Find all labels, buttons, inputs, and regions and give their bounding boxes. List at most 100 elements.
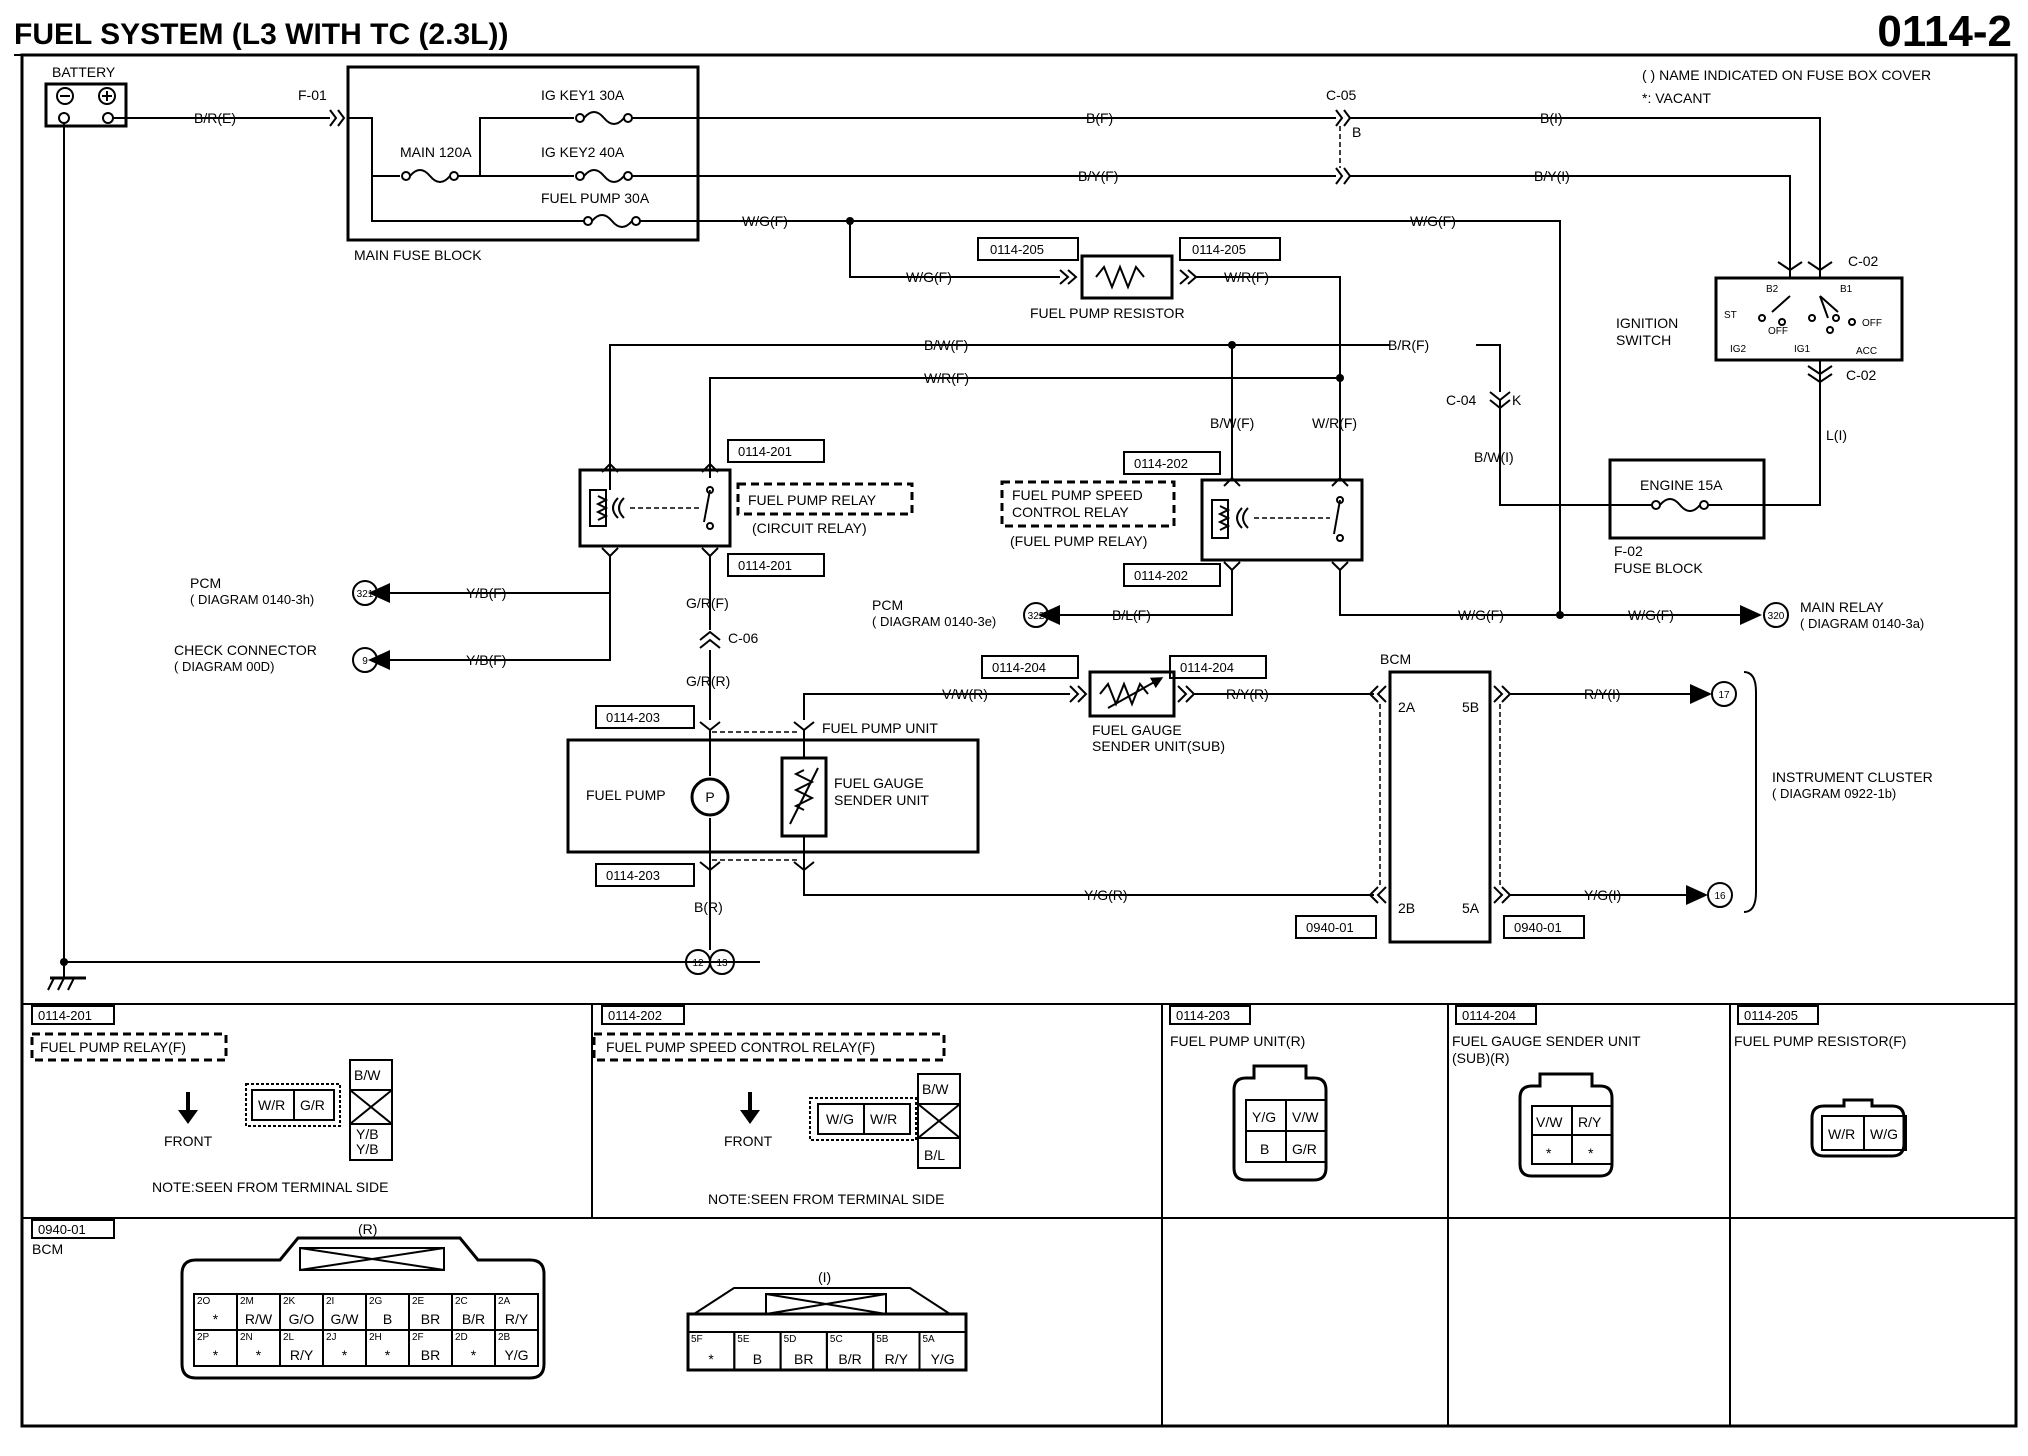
svg-text:Y/B: Y/B xyxy=(356,1141,379,1157)
wire-wrf-relay2: W/R(F) xyxy=(1312,415,1357,431)
r201-top-label xyxy=(727,439,825,463)
bcm-pin-id: 5B xyxy=(876,1334,889,1345)
fuel-pump-resistor-label: FUEL PUMP RESISTOR xyxy=(1030,305,1185,321)
svg-text:FRONT: FRONT xyxy=(164,1133,213,1149)
svg-text:0114-202: 0114-202 xyxy=(608,1008,662,1023)
wire-grr: G/R(R) xyxy=(686,673,730,689)
bcm-box xyxy=(1388,670,1492,944)
pcm-e-label: PCM xyxy=(872,597,903,613)
svg-text:12: 12 xyxy=(692,958,704,969)
svg-text:0114-203: 0114-203 xyxy=(1176,1008,1230,1023)
main-fuse xyxy=(401,169,459,183)
engine-fuse-label: ENGINE 15A xyxy=(1640,477,1723,493)
check-connector-diag: ( DIAGRAM 00D) xyxy=(174,659,274,674)
instrument-cluster-label: INSTRUMENT CLUSTER xyxy=(1772,769,1933,785)
svg-text:0940-01: 0940-01 xyxy=(38,1222,86,1237)
fuel-pump-fuse-label: FUEL PUMP 30A xyxy=(541,190,650,206)
bcm-pin-wire: B xyxy=(753,1351,762,1367)
engine-fuse xyxy=(1651,498,1709,512)
wire-byi: B/Y(I) xyxy=(1534,168,1570,184)
svg-text:B1: B1 xyxy=(1840,284,1853,295)
wire-bf: B(F) xyxy=(1086,110,1113,126)
ref-13 xyxy=(709,949,735,975)
bcm-pin-id: 2N xyxy=(240,1332,253,1343)
pcm-h-label: PCM xyxy=(190,575,221,591)
conn-c02-top: C-02 xyxy=(1848,253,1879,269)
bcm-pin-id: 2F xyxy=(412,1332,424,1343)
svg-text:ACC: ACC xyxy=(1856,346,1877,357)
svg-text:17: 17 xyxy=(1718,690,1730,701)
r202-bottom-text: 0114-202 xyxy=(1134,568,1188,583)
bcm-pin-id: 2O xyxy=(197,1296,211,1307)
bcm-pin-wire: BR xyxy=(794,1351,813,1367)
speed-relay-alt: (FUEL PUMP RELAY) xyxy=(1010,533,1147,549)
svg-text:2B: 2B xyxy=(1398,900,1415,916)
svg-text:FRONT: FRONT xyxy=(724,1133,773,1149)
svg-text:FUEL PUMP SPEED CONTROL RELAY(: FUEL PUMP SPEED CONTROL RELAY(F) xyxy=(606,1039,875,1055)
svg-text:13: 13 xyxy=(716,958,728,969)
svg-text:2A: 2A xyxy=(1398,699,1416,715)
svg-text:IG2: IG2 xyxy=(1730,344,1747,355)
fuel-gauge-sender-label-2: SENDER UNIT xyxy=(834,792,929,808)
svg-text:FUEL PUMP RESISTOR(F): FUEL PUMP RESISTOR(F) xyxy=(1734,1033,1906,1049)
wire-ybf-pcm: Y/B(F) xyxy=(466,585,506,601)
fuel-pump-label: FUEL PUMP xyxy=(586,787,666,803)
bcm-pin-id: 5C xyxy=(830,1334,843,1345)
view-0940-01: 0940-01 BCM (R) 2O*2MR/W2KG/O2IG/W2GB2EB… xyxy=(31,1219,968,1380)
svg-text:FUEL GAUGE SENDER UNIT: FUEL GAUGE SENDER UNIT xyxy=(1452,1033,1641,1049)
view-0114-203: 0114-203 FUEL PUMP UNIT(R) Y/G V/W B G/R xyxy=(1169,1005,1328,1182)
fuel-pump-relay xyxy=(578,468,732,548)
svg-text:W/R: W/R xyxy=(1828,1126,1855,1142)
wire-li: L(I) xyxy=(1826,427,1847,443)
cluster-bracket xyxy=(1743,671,1757,913)
view-0114-204: 0114-204 FUEL GAUGE SENDER UNIT (SUB)(R)… xyxy=(1452,1005,1641,1178)
svg-text:320: 320 xyxy=(1768,611,1785,622)
pcm-h-diag: ( DIAGRAM 0140-3h) xyxy=(190,592,314,607)
svg-text:0114-201: 0114-201 xyxy=(38,1008,92,1023)
bcm-pin-wire: R/Y xyxy=(505,1311,529,1327)
svg-text:ST: ST xyxy=(1724,310,1737,321)
ground-symbol xyxy=(47,976,86,991)
check-connector-label: CHECK CONNECTOR xyxy=(174,642,317,658)
bcm-pin-wire: Y/G xyxy=(504,1347,528,1363)
svg-text:NOTE:SEEN FROM TERMINAL SIDE: NOTE:SEEN FROM TERMINAL SIDE xyxy=(708,1191,944,1207)
ig-key2-label: IG KEY2 40A xyxy=(541,144,625,160)
bcm-pin-wire: R/Y xyxy=(885,1351,909,1367)
ref-17 xyxy=(1711,681,1737,707)
wire-vwr: V/W(R) xyxy=(942,686,988,702)
r203-top-text: 0114-203 xyxy=(606,710,660,725)
bcm-pin-wire: * xyxy=(471,1347,477,1363)
f02-label: F-02 xyxy=(1614,543,1643,559)
r205-left-text: 0114-205 xyxy=(990,242,1044,257)
fuel-pump-unit-label: FUEL PUMP UNIT xyxy=(822,720,938,736)
r202-top-text: 0114-202 xyxy=(1134,456,1188,471)
bcm-pin-id: 2M xyxy=(240,1296,254,1307)
wire-wgf-relay: W/G(F) xyxy=(1458,607,1504,623)
wire-byf: B/Y(F) xyxy=(1078,168,1118,184)
sender-sub-label-1: FUEL GAUGE xyxy=(1092,722,1182,738)
view-0114-205: 0114-205 FUEL PUMP RESISTOR(F) W/R W/G xyxy=(1734,1005,1907,1158)
svg-text:(R): (R) xyxy=(358,1221,377,1237)
bcm-pin-wire: G/W xyxy=(331,1311,360,1327)
svg-text:G/R: G/R xyxy=(300,1097,325,1113)
r205-left-label xyxy=(977,237,1079,261)
conn-c05-pin: B xyxy=(1352,124,1361,140)
ignition-switch-label-2: SWITCH xyxy=(1616,332,1671,348)
bcm-pin-id: 2I xyxy=(326,1296,334,1307)
svg-text:9: 9 xyxy=(362,656,368,667)
svg-text:R/Y: R/Y xyxy=(1578,1114,1602,1130)
r0940-right-label xyxy=(1503,915,1585,939)
svg-text:Y/B: Y/B xyxy=(356,1126,379,1142)
svg-text:W/G: W/G xyxy=(1870,1126,1898,1142)
bcm-pin-wire: * xyxy=(213,1347,219,1363)
battery-symbol xyxy=(44,82,128,128)
r205-right-text: 0114-205 xyxy=(1192,242,1246,257)
bcm-r-pin-grid: 2O*2MR/W2KG/O2IG/W2GB2EBR2CB/R2AR/Y2P*2N… xyxy=(193,1293,539,1367)
svg-text:V/W: V/W xyxy=(1536,1114,1563,1130)
svg-text:B/W: B/W xyxy=(354,1067,381,1083)
bcm-pin-id: 2E xyxy=(412,1296,425,1307)
battery-label: BATTERY xyxy=(52,64,116,80)
bcm-pin-wire: * xyxy=(342,1347,348,1363)
fuel-pump-relay-label-box xyxy=(736,482,914,516)
